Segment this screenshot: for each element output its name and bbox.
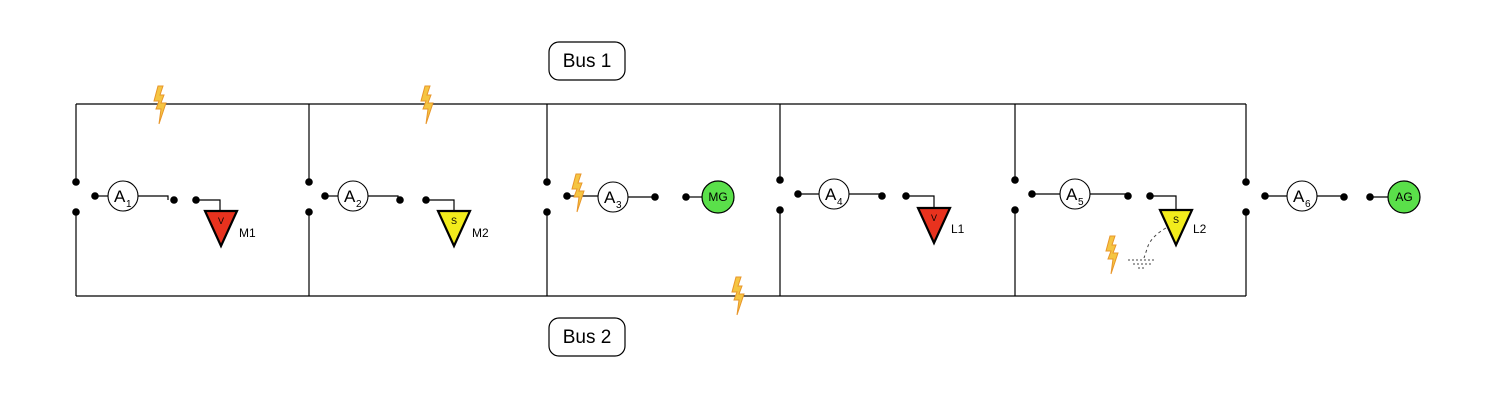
feeder-2 <box>305 104 313 296</box>
svg-text:M2: M2 <box>472 226 489 240</box>
svg-text:L1: L1 <box>951 222 965 236</box>
generator-ag: AG <box>1387 180 1421 214</box>
svg-text:A: A <box>604 188 616 207</box>
feeder-4 <box>776 104 784 296</box>
svg-text:A: A <box>825 185 837 204</box>
ammeter-3: A 3 <box>597 181 629 213</box>
svg-text:V: V <box>931 213 937 223</box>
svg-text:A: A <box>114 187 126 206</box>
svg-text:S: S <box>451 216 457 226</box>
branch-3: A 3 MG <box>563 180 735 214</box>
branch-6: A 6 AG <box>1261 180 1421 214</box>
svg-text:3: 3 <box>616 200 622 211</box>
generator-mg: MG <box>701 180 735 214</box>
load-l2: S L2 <box>1158 208 1207 248</box>
svg-text:AG: AG <box>1395 190 1412 204</box>
ammeter-4: A 4 <box>818 178 850 210</box>
lightning-icon <box>731 276 745 316</box>
svg-text:6: 6 <box>1305 199 1311 210</box>
feeder-3 <box>543 104 551 296</box>
feeder-1 <box>72 104 80 296</box>
svg-text:MG: MG <box>708 190 727 204</box>
svg-text:V: V <box>218 216 224 226</box>
branch-5: A 5 S L2 <box>1028 178 1207 269</box>
feeder-6 <box>1242 104 1250 296</box>
load-l1: V L1 <box>916 206 965 246</box>
svg-text:4: 4 <box>837 197 843 208</box>
lightning-icon <box>420 85 434 125</box>
load-m2: S M2 <box>436 209 489 249</box>
lightning-icon <box>153 85 167 125</box>
ground-symbol <box>1128 227 1167 269</box>
svg-text:1: 1 <box>126 199 132 210</box>
feeder-5 <box>1011 104 1019 296</box>
lightning-icon <box>1105 235 1119 275</box>
load-m1: V M1 <box>203 209 256 249</box>
svg-text:M1: M1 <box>239 226 256 240</box>
ammeter-1: A 1 <box>107 180 139 212</box>
svg-text:S: S <box>1173 215 1179 225</box>
svg-text:5: 5 <box>1078 197 1084 208</box>
svg-text:Bus 2: Bus 2 <box>563 327 612 348</box>
branch-4: A 4 V L1 <box>794 178 965 246</box>
lightning-icon <box>571 173 585 213</box>
bus-2-label: Bus 2 <box>548 317 626 357</box>
svg-text:A: A <box>1066 185 1078 204</box>
branch-2: A 2 S M2 <box>321 180 489 249</box>
svg-text:A: A <box>1293 187 1305 206</box>
svg-text:A: A <box>344 187 356 206</box>
ammeter-2: A 2 <box>337 180 369 212</box>
branch-1: A 1 V M1 <box>91 180 256 249</box>
svg-text:2: 2 <box>356 199 362 210</box>
bus-1-label: Bus 1 <box>548 41 626 81</box>
ammeter-5: A 5 <box>1059 178 1091 210</box>
svg-text:Bus 1: Bus 1 <box>563 51 612 72</box>
ammeter-6: A 6 <box>1286 180 1318 212</box>
svg-text:L2: L2 <box>1193 222 1207 236</box>
